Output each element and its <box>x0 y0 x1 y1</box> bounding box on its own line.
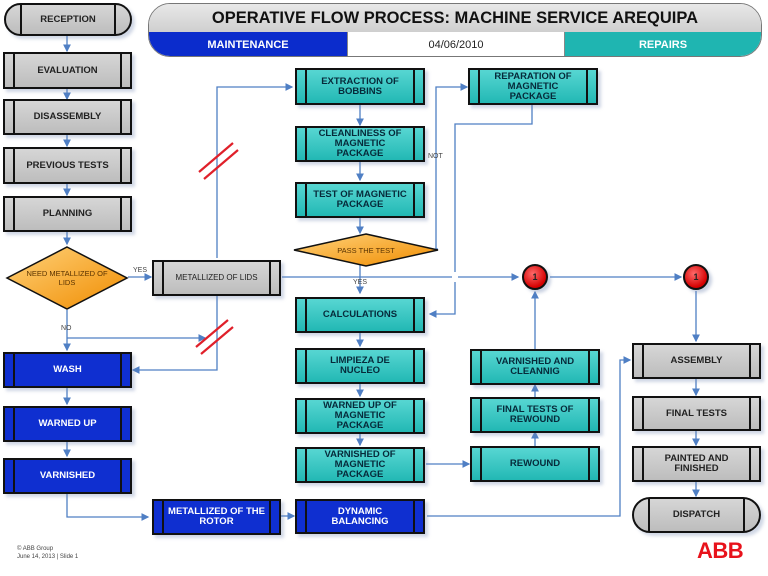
decision-pass-test[interactable]: PASS THE TEST <box>292 233 440 267</box>
footer: © ABB Group June 14, 2013 | Slide 1 <box>17 545 78 561</box>
page-title: OPERATIVE FLOW PROCESS: MACHINE SERVICE … <box>149 4 761 32</box>
header-legend: MAINTENANCE 04/06/2010 REPAIRS <box>149 32 761 56</box>
node-metallized-lids[interactable]: METALLIZED OF LIDS <box>152 260 281 296</box>
label-no-lids: NO <box>61 325 72 332</box>
node-evaluation[interactable]: EVALUATION <box>3 52 132 89</box>
connector-point-b[interactable]: 1 <box>683 264 709 290</box>
abb-logo: ABB <box>697 538 744 563</box>
node-metallized-rotor[interactable]: METALLIZED OF THE ROTOR <box>152 499 281 535</box>
node-wash[interactable]: WASH <box>3 352 132 388</box>
node-disassembly[interactable]: DISASSEMBLY <box>3 99 132 135</box>
node-warned-up[interactable]: WARNED UP <box>3 406 132 442</box>
legend-maintenance: MAINTENANCE <box>149 32 347 56</box>
node-dispatch[interactable]: DISPATCH <box>632 497 761 533</box>
legend-repairs: REPAIRS <box>565 32 761 56</box>
label-yes-test: YES <box>353 279 368 286</box>
link-pass-not-reparation <box>435 83 469 250</box>
diamond-shape <box>5 246 129 310</box>
node-assembly[interactable]: ASSEMBLY <box>632 343 761 379</box>
connector-point-a[interactable]: 1 <box>522 264 548 290</box>
break-mark-upper <box>198 142 239 180</box>
node-reparation-mp[interactable]: REPARATION OF MAGNETIC PACKAGE <box>468 68 598 105</box>
node-test-mp[interactable]: TEST OF MAGNETIC PACKAGE <box>295 182 425 218</box>
header-date: 04/06/2010 <box>347 32 565 56</box>
terminal-cap <box>20 5 22 34</box>
link-lids-up-extraction <box>216 83 294 258</box>
node-final-tests-rewound[interactable]: FINAL TESTS OF REWOUND <box>470 397 600 433</box>
node-varnished-mp[interactable]: VARNISHED OF MAGNETIC PACKAGE <box>295 447 425 483</box>
node-limpieza-nucleo[interactable]: LIMPIEZA DE NUCLEO <box>295 348 425 384</box>
label-not-test: NOT <box>428 153 443 160</box>
node-varnished[interactable]: VARNISHED <box>3 458 132 494</box>
label-yes-lids: YES <box>133 267 148 274</box>
decision-need-metallized[interactable]: NEED METALLIZED OF LIDS <box>5 246 129 310</box>
link-reparation-calculations <box>430 105 533 314</box>
diamond-shape <box>293 233 439 267</box>
footer-slide-info: June 14, 2013 | Slide 1 <box>17 554 79 560</box>
node-calculations[interactable]: CALCULATIONS <box>295 297 425 333</box>
terminal-cap <box>743 499 745 531</box>
node-previous-tests[interactable]: PREVIOUS TESTS <box>3 147 132 184</box>
header-banner: OPERATIVE FLOW PROCESS: MACHINE SERVICE … <box>148 3 762 57</box>
link-lids-down-wash <box>131 296 218 374</box>
node-painted-finished[interactable]: PAINTED AND FINISHED <box>632 446 761 482</box>
break-marks <box>195 142 239 355</box>
node-cleanliness-mp[interactable]: CLEANLINESS OF MAGNETIC PACKAGE <box>295 126 425 162</box>
node-warned-up-mp[interactable]: WARNED UP OF MAGNETIC PACKAGE <box>295 398 425 434</box>
footer-copyright: © ABB Group <box>17 546 54 552</box>
node-extraction-bobbins[interactable]: EXTRACTION OF BOBBINS <box>295 68 425 105</box>
terminal-cap <box>648 499 650 531</box>
node-reception[interactable]: RECEPTION <box>4 3 132 36</box>
terminal-cap <box>114 5 116 34</box>
node-dynamic-balancing[interactable]: DYNAMIC BALANCING <box>295 499 425 534</box>
node-rewound[interactable]: REWOUND <box>470 446 600 482</box>
link-varnished-rotor <box>66 494 150 521</box>
break-mark-lower <box>195 319 234 355</box>
node-final-tests[interactable]: FINAL TESTS <box>632 396 761 431</box>
node-planning[interactable]: PLANNING <box>3 196 132 232</box>
node-varnished-cleaning[interactable]: VARNISHED AND CLEANNIG <box>470 349 600 385</box>
